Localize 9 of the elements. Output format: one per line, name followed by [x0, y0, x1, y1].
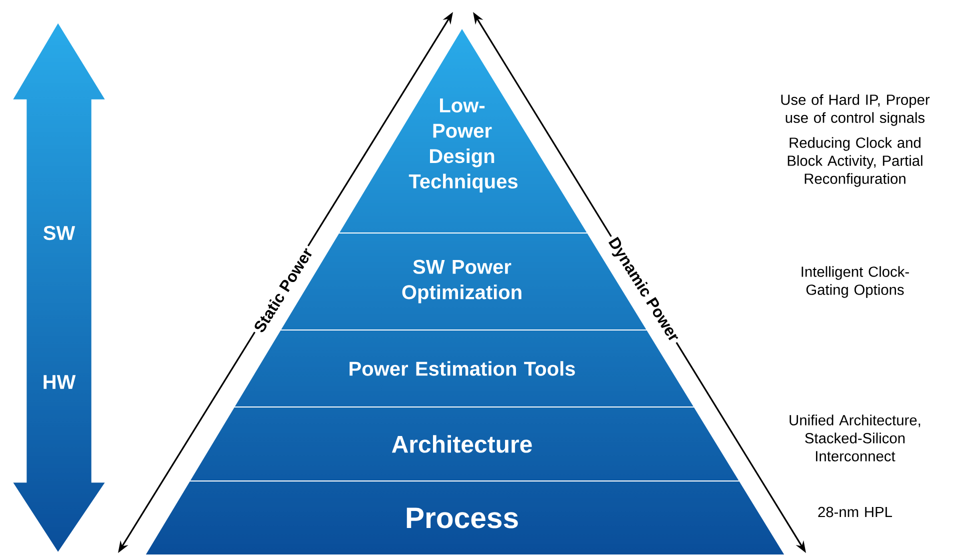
side-note: Reducing Clock and Block Activity, Partial Reconfiguration — [788, 137, 922, 187]
side-note: Unified Architecture, Stacked-Silicon Interconnect — [790, 414, 920, 462]
side-note: Use of Hard IP, Proper use of control signals — [781, 94, 930, 126]
arrow-label: HW — [44, 375, 76, 389]
side-note: Intelligent Clock-Gating Options — [802, 266, 909, 298]
pyramid-level: Process — [144, 480, 786, 556]
arrow-label: SW — [44, 226, 76, 240]
side-note: 28-nm HPL — [818, 506, 892, 518]
pyramid-level: Architecture — [188, 406, 741, 482]
